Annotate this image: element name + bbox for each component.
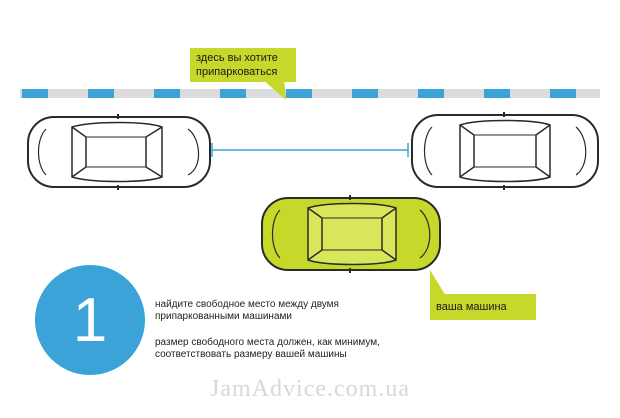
your-car	[261, 195, 441, 273]
curb-line	[20, 89, 600, 98]
instruction-text-2: размер свободного места должен, как мини…	[155, 337, 380, 360]
instruction-text-1: найдите свободное место между двумя прип…	[155, 299, 339, 322]
callout-pointer	[262, 79, 286, 100]
watermark: JamAdvice.com.ua	[210, 376, 410, 402]
your-car-callout: ваша машина	[430, 294, 536, 320]
target-spot-callout: здесь вы хотите припарковаться	[190, 48, 296, 82]
parked-car-left	[27, 114, 211, 190]
car-callout-pointer	[430, 270, 446, 296]
step-badge: 1	[35, 265, 145, 375]
gap-measure	[211, 143, 409, 157]
parked-car-right	[411, 112, 599, 190]
step-number: 1	[72, 285, 108, 355]
